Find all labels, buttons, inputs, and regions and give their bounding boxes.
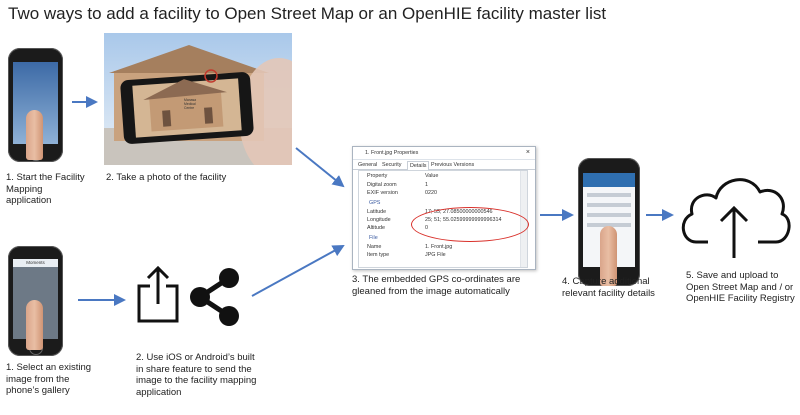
gallery-header: Moments: [13, 259, 58, 267]
property-label: Altitude: [367, 225, 385, 231]
svg-text:Medical: Medical: [184, 102, 196, 106]
property-value: 1: [425, 182, 428, 188]
svg-text:Centre: Centre: [184, 106, 194, 110]
caption-start-app: 1. Start the Facility Mapping applicatio…: [6, 172, 85, 206]
caption-save: 5. Save and upload to Open Street Map an…: [686, 270, 795, 304]
header-value: Value: [425, 173, 439, 179]
phone-start-app: [8, 48, 63, 162]
caption-gps: 3. The embedded GPS co-ordinates are gle…: [352, 274, 521, 297]
tab-security[interactable]: Security: [382, 162, 402, 168]
finger-icon: [26, 300, 43, 350]
property-label: Item type: [367, 252, 390, 258]
cloud-upload-icon: [676, 168, 794, 260]
property-label: Longitude: [367, 217, 391, 223]
share-icon: [136, 264, 180, 324]
diagram-title: Two ways to add a facility to Open Stree…: [8, 4, 607, 23]
finger-icon: [600, 226, 617, 286]
finger-icon: [26, 110, 43, 160]
android-share-icon: [188, 266, 242, 328]
header-property: Property: [367, 173, 388, 179]
tab-previous-versions[interactable]: Previous Versions: [431, 162, 475, 168]
caption-share: 2. Use iOS or Android’s built in share f…: [136, 352, 257, 398]
file-section-heading: File: [369, 235, 378, 241]
facility-photo: Manasa Medical Centre: [104, 33, 292, 165]
close-icon[interactable]: ×: [525, 149, 530, 156]
property-label: Digital zoom: [367, 182, 397, 188]
arrow-photo-to-dialog: [295, 147, 345, 188]
svg-text:Manasa: Manasa: [184, 98, 196, 102]
property-value: 1. Front.jpg: [425, 244, 453, 250]
caption-select-image: 1. Select an existing image from the pho…: [6, 362, 92, 396]
property-value: 0220: [425, 190, 437, 196]
dialog-title: 1. Front.jpg Properties: [365, 150, 419, 156]
property-label: EXIF version: [367, 190, 398, 196]
property-label: Name: [367, 244, 382, 250]
property-label: Latitude: [367, 209, 387, 215]
tab-general[interactable]: General: [358, 162, 378, 168]
caption-capture: 4. Capture additional relevant facility …: [562, 276, 655, 299]
caption-take-photo: 2. Take a photo of the facility: [106, 172, 227, 183]
gps-highlight-ellipse: [411, 207, 529, 242]
gps-section-heading: GPS: [369, 200, 381, 206]
property-value: JPG File: [425, 252, 446, 258]
tab-details[interactable]: Details: [407, 161, 430, 170]
arrow-share-to-dialog: [251, 245, 345, 297]
file-properties-dialog: 1. Front.jpg Properties × General Securi…: [352, 146, 536, 270]
